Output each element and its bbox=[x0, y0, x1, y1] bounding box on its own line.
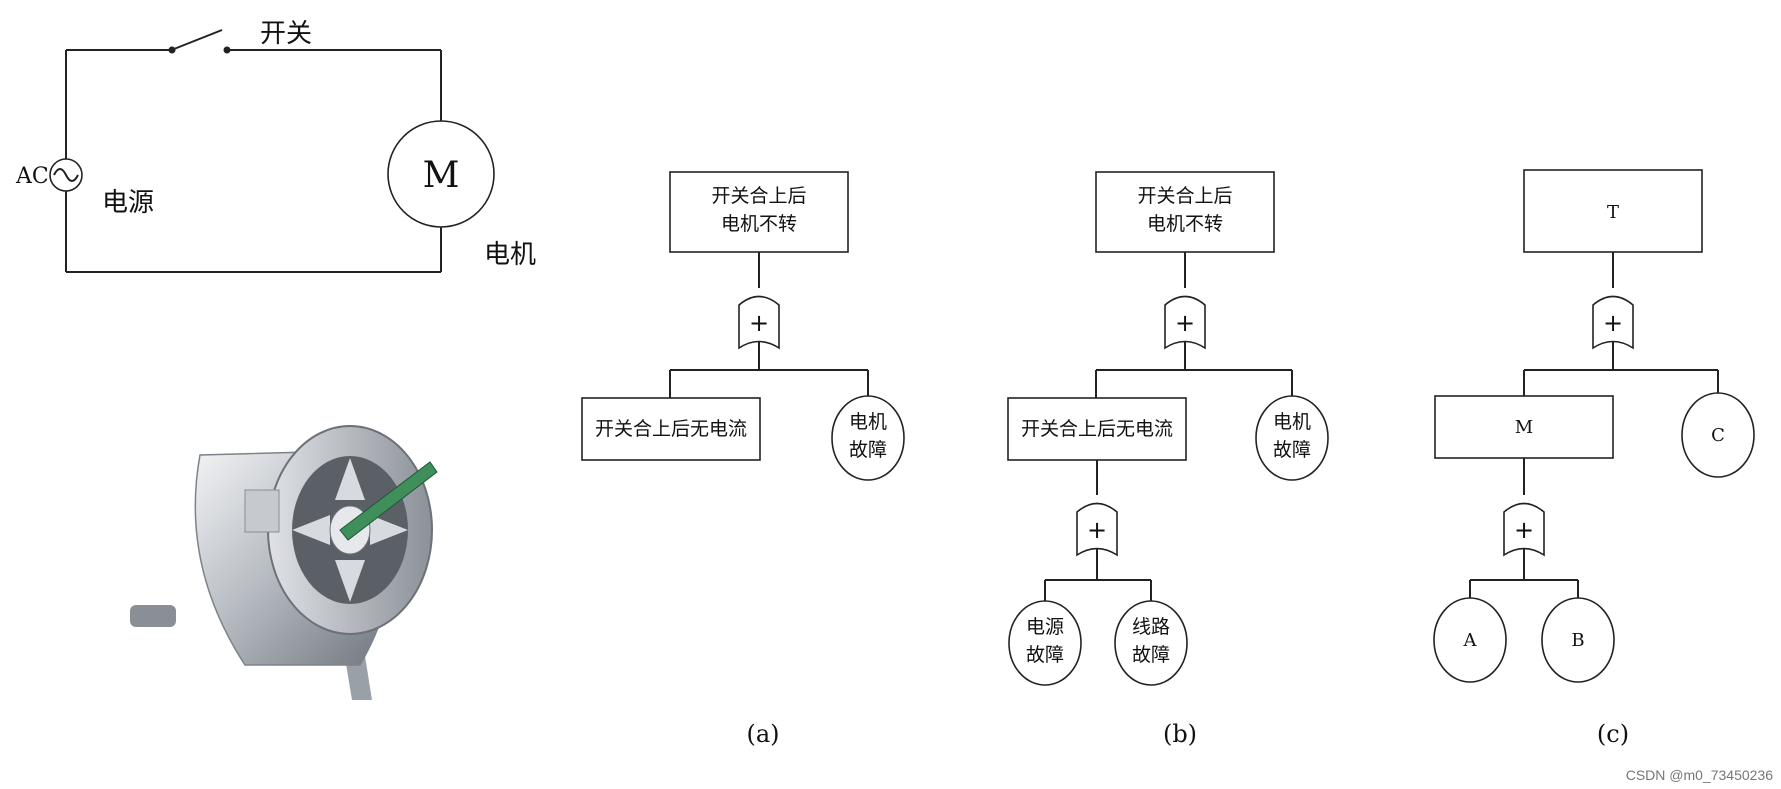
fault-tree-c: T + M C + A B (c) bbox=[1433, 169, 1755, 748]
sub-left-line2: 故障 bbox=[1026, 644, 1064, 666]
top-event-box bbox=[1095, 171, 1275, 253]
top-event-line1: 开关合上后 bbox=[1137, 185, 1232, 207]
basic-event-label: C bbox=[1711, 425, 1725, 446]
or-gate-symbol: + bbox=[1175, 309, 1195, 337]
top-event-line2: 电机不转 bbox=[721, 213, 797, 235]
motor-label: 电机 bbox=[484, 240, 536, 270]
intermediate-event-label: 开关合上后无电流 bbox=[595, 418, 747, 440]
fault-tree-b: 开关合上后 电机不转 + 开关合上后无电流 电机 故障 + 电源 故障 线路 故… bbox=[1007, 171, 1329, 748]
intermediate-event-label: M bbox=[1515, 417, 1533, 438]
intermediate-event-label: 开关合上后无电流 bbox=[1021, 418, 1173, 440]
basic-event-line1: 电机 bbox=[1273, 411, 1311, 433]
switch-contact-left bbox=[168, 46, 176, 54]
motor-shaft-front bbox=[339, 461, 438, 541]
motor-shaft-rear bbox=[130, 605, 176, 627]
top-event-line1: 开关合上后 bbox=[711, 185, 806, 207]
or-gate-symbol: + bbox=[749, 309, 769, 337]
sub-or-gate-icon bbox=[1076, 502, 1118, 557]
top-event-label: T bbox=[1607, 202, 1619, 223]
caption-b: (b) bbox=[1163, 720, 1197, 748]
sub-left-line1: 电源 bbox=[1026, 616, 1064, 638]
caption-a: (a) bbox=[746, 720, 779, 748]
or-gate-icon bbox=[738, 295, 780, 350]
caption-c: (c) bbox=[1597, 720, 1629, 748]
basic-event-circle bbox=[831, 395, 905, 481]
basic-event-circle-right bbox=[1114, 600, 1188, 686]
or-gate-symbol: + bbox=[1603, 309, 1623, 337]
sub-or-gate-icon bbox=[1503, 502, 1545, 557]
or-gate-icon bbox=[1164, 295, 1206, 350]
motor-nameplate bbox=[244, 489, 280, 533]
basic-event-circle-a bbox=[1433, 597, 1507, 683]
basic-event-circle-b bbox=[1541, 597, 1615, 683]
source-label: AC bbox=[15, 164, 49, 189]
sub-right-line2: 故障 bbox=[1132, 644, 1170, 666]
basic-event-circle-left bbox=[1008, 600, 1082, 686]
basic-event-line2: 故障 bbox=[1273, 439, 1311, 461]
basic-event-circle bbox=[1681, 392, 1755, 478]
basic-event-a-label: A bbox=[1463, 630, 1478, 651]
switch-blade bbox=[173, 29, 223, 50]
basic-event-line1: 电机 bbox=[849, 411, 887, 433]
sine-wave-icon bbox=[53, 168, 79, 182]
motor-symbol-letter: M bbox=[423, 155, 460, 196]
sub-or-gate-symbol: + bbox=[1087, 516, 1107, 544]
power-label: 电源 bbox=[102, 188, 154, 218]
top-event-line2: 电机不转 bbox=[1147, 213, 1223, 235]
switch-contact-right bbox=[223, 46, 231, 54]
or-gate-icon bbox=[1592, 295, 1634, 350]
intermediate-event-box bbox=[1434, 395, 1614, 459]
fault-tree-a: 开关合上后 电机不转 + 开关合上后无电流 电机 故障 (a) bbox=[581, 171, 905, 748]
sub-or-gate-symbol: + bbox=[1514, 516, 1534, 544]
top-event-box bbox=[1523, 169, 1703, 253]
motor-photo bbox=[130, 425, 438, 700]
switch-label: 开关 bbox=[260, 19, 312, 49]
basic-event-b-label: B bbox=[1571, 630, 1584, 651]
motor-vents bbox=[292, 458, 408, 602]
basic-event-line2: 故障 bbox=[849, 439, 887, 461]
circuit-diagram: 开关 AC 电源 M 电机 bbox=[15, 19, 536, 273]
intermediate-event-box bbox=[581, 397, 761, 461]
basic-event-circle bbox=[1255, 395, 1329, 481]
top-event-box bbox=[669, 171, 849, 253]
intermediate-event-box bbox=[1007, 397, 1187, 461]
sub-right-line1: 线路 bbox=[1132, 616, 1170, 638]
watermark: CSDN @m0_73450236 bbox=[1625, 767, 1773, 783]
